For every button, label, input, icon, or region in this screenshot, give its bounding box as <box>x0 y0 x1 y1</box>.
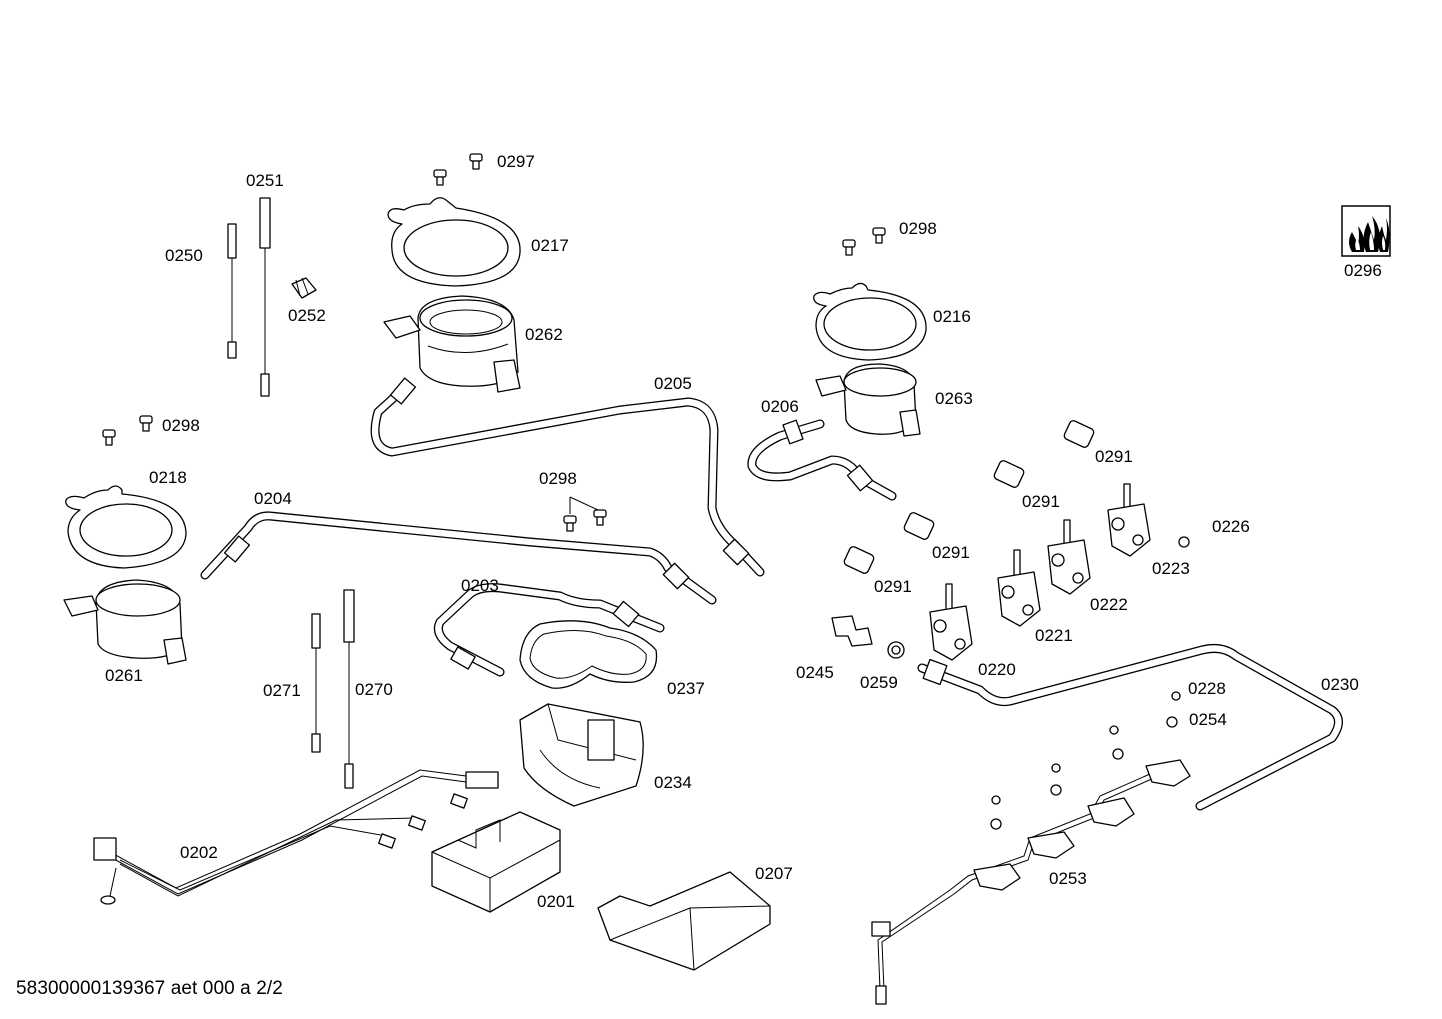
clip-0252 <box>291 277 317 299</box>
label-0251: 0251 <box>246 171 284 190</box>
label-0296: 0296 <box>1344 261 1382 280</box>
label-0253: 0253 <box>1049 869 1087 888</box>
gasket-0237 <box>519 620 658 689</box>
label-0291-c: 0291 <box>932 543 970 562</box>
burner-housing-0261 <box>63 579 187 665</box>
pipe-0230 <box>917 644 1343 811</box>
screws-0298-b <box>102 415 153 446</box>
gasket-0216 <box>813 282 927 361</box>
nozzle-0291-d <box>843 546 875 574</box>
label-0216: 0216 <box>933 307 971 326</box>
label-0222: 0222 <box>1090 595 1128 614</box>
label-0270: 0270 <box>355 680 393 699</box>
label-0206: 0206 <box>761 397 799 416</box>
label-0262: 0262 <box>525 325 563 344</box>
burner-housing-0263 <box>815 363 921 437</box>
label-0204: 0204 <box>254 489 292 508</box>
label-0201: 0201 <box>537 892 575 911</box>
burner-housing-0262 <box>383 295 521 393</box>
nozzle-0291-b <box>993 460 1025 488</box>
wiring-harness-0202 <box>93 769 499 905</box>
ignition-harness-0253 <box>871 759 1191 1005</box>
label-0226: 0226 <box>1212 517 1250 536</box>
thermocouple-0250 <box>227 223 237 359</box>
washer-0226 <box>1178 536 1190 548</box>
label-0263: 0263 <box>935 389 973 408</box>
washers-0228-0254 <box>990 691 1181 830</box>
gas-valve-0223 <box>1107 483 1151 557</box>
label-0291-b: 0291 <box>1022 492 1060 511</box>
label-0297: 0297 <box>497 152 535 171</box>
spark-module-0201 <box>431 811 561 913</box>
label-0291-d: 0291 <box>874 577 912 596</box>
label-0291-a: 0291 <box>1095 447 1133 466</box>
elbow-0245 <box>831 615 873 647</box>
label-0203: 0203 <box>461 576 499 595</box>
label-0207: 0207 <box>755 864 793 883</box>
label-0245: 0245 <box>796 663 834 682</box>
gas-flame-icon <box>1341 205 1391 257</box>
gasket-0217 <box>387 197 521 287</box>
label-0298-b: 0298 <box>162 416 200 435</box>
screws-0298-a <box>842 227 886 256</box>
label-0298-c: 0298 <box>539 469 577 488</box>
pipe-0205 <box>370 377 765 577</box>
label-0261: 0261 <box>105 666 143 685</box>
label-0252: 0252 <box>288 306 326 325</box>
thermocouple-0271 <box>311 613 321 753</box>
label-0230: 0230 <box>1321 675 1359 694</box>
label-0250: 0250 <box>165 246 203 265</box>
gasket-0218 <box>65 485 187 569</box>
label-0271: 0271 <box>263 681 301 700</box>
label-0228: 0228 <box>1188 679 1226 698</box>
gas-valve-0222 <box>1047 519 1091 595</box>
document-id-footer: 58300000139367 aet 000 a 2/2 <box>16 978 283 999</box>
nozzle-0291-c <box>903 512 935 540</box>
electrode-0251 <box>259 197 271 397</box>
burner-housing-0234 <box>519 703 644 807</box>
gas-valve-0220 <box>929 583 973 661</box>
label-0221: 0221 <box>1035 626 1073 645</box>
label-0298-a: 0298 <box>899 219 937 238</box>
pipe-0206 <box>747 419 897 501</box>
label-0202: 0202 <box>180 843 218 862</box>
screws-0298-c <box>563 496 607 532</box>
label-0237: 0237 <box>667 679 705 698</box>
electrode-0270 <box>343 589 355 789</box>
label-0220: 0220 <box>978 660 1016 679</box>
label-0217: 0217 <box>531 236 569 255</box>
label-0259: 0259 <box>860 673 898 692</box>
pipe-0203 <box>433 583 665 677</box>
washer-0259 <box>887 641 905 659</box>
label-0205: 0205 <box>654 374 692 393</box>
gas-valve-0221 <box>997 549 1041 627</box>
label-0223: 0223 <box>1152 559 1190 578</box>
label-0218: 0218 <box>149 468 187 487</box>
label-0234: 0234 <box>654 773 692 792</box>
cover-0207 <box>597 871 771 971</box>
pipe-0204 <box>200 511 717 605</box>
nozzle-0291-a <box>1063 420 1095 448</box>
label-0254: 0254 <box>1189 710 1227 729</box>
screws-0297 <box>433 153 483 186</box>
